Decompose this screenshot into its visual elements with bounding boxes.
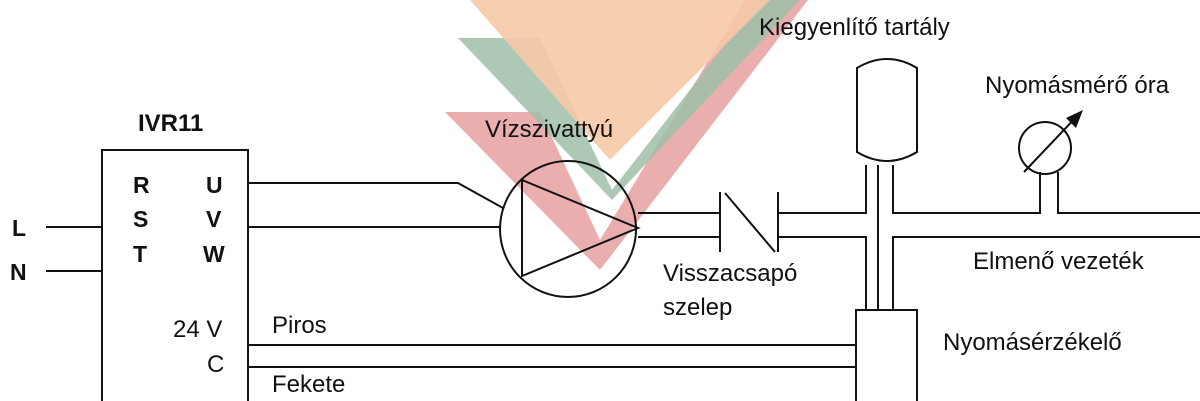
terminal-w: W: [203, 241, 225, 267]
watermark-logo: [445, 0, 808, 270]
pressure-gauge-icon: [1018, 110, 1083, 175]
black-wire-label: Fekete: [272, 371, 345, 398]
red-wire-label: Piros: [272, 312, 327, 339]
pipe-bottom-b: [778, 236, 867, 310]
terminal-u: U: [206, 172, 223, 198]
check-valve-label-line2: szelep: [663, 294, 732, 321]
motor-wires: [248, 182, 504, 228]
controller: IVR11 R S T U V W 24 V C: [101, 110, 249, 401]
supply-n-label: N: [10, 259, 27, 285]
terminal-r: R: [133, 172, 150, 198]
supply-l-label: L: [12, 215, 26, 241]
pressure-gauge-label: Nyomásmérő óra: [985, 72, 1170, 99]
check-valve-label-line1: Visszacsapó: [663, 260, 797, 287]
pump-label: Vízszivattyú: [485, 116, 613, 143]
controller-box: [101, 149, 249, 401]
pump-symbol-icon: [499, 160, 641, 298]
expansion-tank-label: Kiegyenlítő tartály: [759, 14, 950, 41]
pressure-sensor-label: Nyomásérzékelő: [943, 329, 1122, 356]
terminal-c: C: [207, 351, 224, 378]
terminal-24v: 24 V: [173, 316, 222, 343]
outlet-pipe-label: Elmenő vezeték: [973, 248, 1145, 275]
check-valve-icon: [724, 192, 776, 253]
expansion-tank-icon: [856, 58, 918, 162]
pressure-sensor-icon: [855, 309, 918, 401]
sensor-wires: [248, 344, 856, 368]
pipe-top-d: [1057, 172, 1200, 214]
wire-u: [248, 182, 504, 209]
pipe-top-b: [778, 165, 867, 214]
controller-title: IVR11: [138, 110, 203, 137]
watermark-peach-band: [470, 0, 770, 160]
pipe-top-c: [892, 165, 1041, 214]
power-supply: L N: [10, 215, 102, 285]
terminal-v: V: [206, 206, 222, 232]
terminal-s: S: [133, 206, 148, 232]
terminal-t: T: [133, 241, 147, 267]
pipes: [638, 165, 1200, 310]
pipe-bottom-c: [892, 236, 1200, 310]
